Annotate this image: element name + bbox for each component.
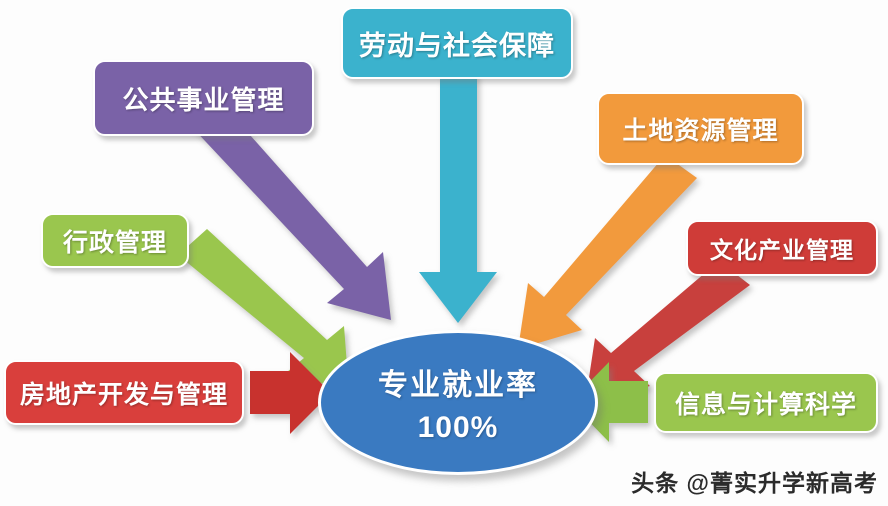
center-title: 专业就业率 (378, 369, 538, 402)
node-labor[interactable]: 劳动与社会保障 (341, 7, 573, 79)
node-infoscience[interactable]: 信息与计算科学 (654, 372, 878, 433)
node-realestate[interactable]: 房地产开发与管理 (4, 360, 244, 425)
node-admin[interactable]: 行政管理 (41, 213, 189, 268)
node-infoscience-label: 信息与计算科学 (674, 390, 857, 419)
center-value: 100% (417, 411, 499, 444)
node-land[interactable]: 土地资源管理 (597, 92, 804, 165)
node-culture-label: 文化产业管理 (710, 237, 854, 263)
arrow-culture (585, 261, 750, 404)
node-labor-label: 劳动与社会保障 (359, 30, 555, 61)
arrow-labor (419, 72, 497, 323)
watermark: 头条 @菁实升学新高考 (631, 470, 878, 496)
node-public-label: 公共事业管理 (122, 84, 285, 115)
node-culture[interactable]: 文化产业管理 (686, 220, 878, 276)
node-admin-label: 行政管理 (62, 228, 167, 257)
center-node: 专业就业率 100% (318, 330, 598, 475)
node-public[interactable]: 公共事业管理 (93, 60, 314, 136)
arrow-realestate (250, 352, 331, 434)
node-realestate-label: 房地产开发与管理 (19, 380, 228, 409)
arrow-public (191, 100, 391, 320)
arrow-admin (178, 229, 349, 392)
arrow-land (518, 155, 697, 349)
node-land-label: 土地资源管理 (622, 116, 779, 145)
